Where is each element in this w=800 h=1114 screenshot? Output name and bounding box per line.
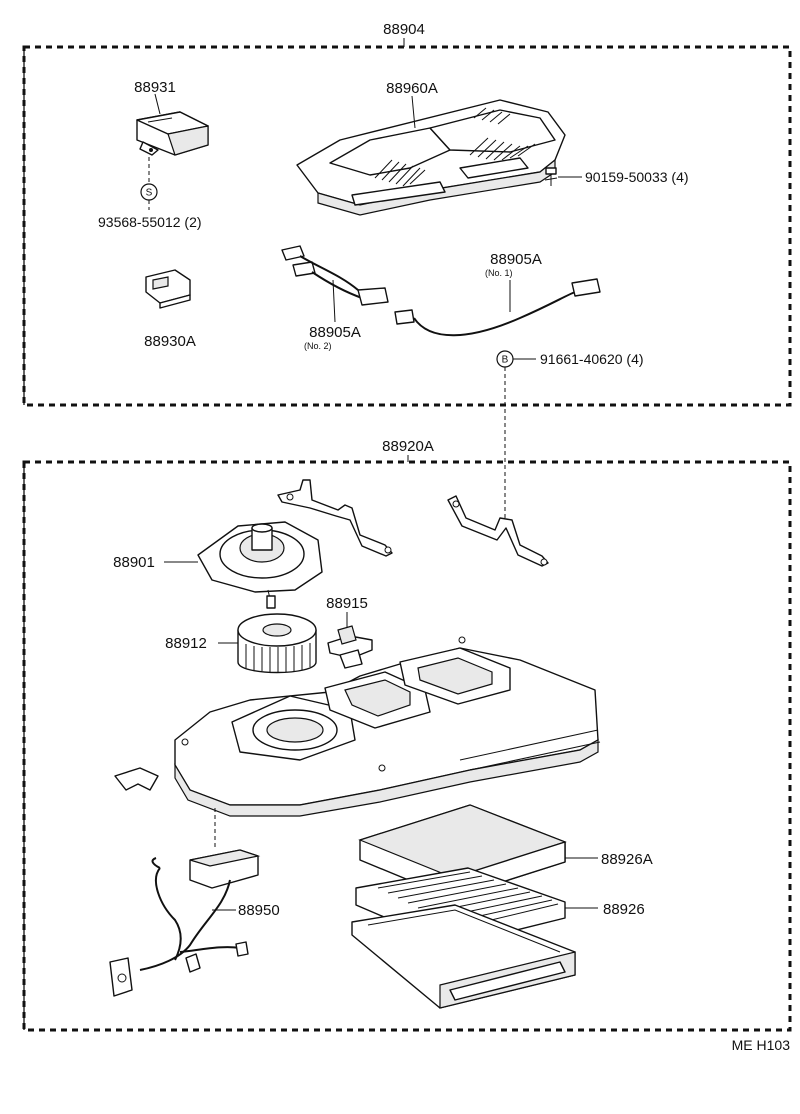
bolt-label: 91661-40620 (4) [540,351,644,367]
harness-label: 88950 [238,902,280,919]
switch-label: 88930A [144,333,196,350]
harness-no1-note: (No. 1) [485,268,513,278]
blower-motor-part[interactable] [197,521,323,609]
resistor-label: 88915 [326,595,368,612]
clip-part[interactable] [114,767,159,791]
diagram-code: ME H103 [732,1037,791,1053]
svg-text:S: S [146,188,153,199]
bracket-left-part[interactable] [277,479,393,557]
upper-assembly-frame [22,38,792,407]
cover-part[interactable] [296,99,566,216]
cover-screw-label: 90159-50033 (4) [585,169,689,185]
harness-no2-part[interactable] [281,245,389,306]
harness-connector-part[interactable] [189,849,261,889]
cover-label: 88960A [386,80,438,97]
switch-part[interactable] [145,269,191,309]
blower-motor-label: 88901 [113,554,155,571]
upper-assembly-label: 88904 [383,21,425,38]
svg-text:B: B [502,355,509,366]
filter-element-label: 88926A [601,851,653,868]
fan-part[interactable] [237,613,317,674]
harness-88950-part[interactable] [109,857,249,997]
resistor-part[interactable] [327,625,373,669]
bolt-b-icon: B [496,350,514,368]
lower-assembly-label: 88920A [382,438,434,455]
filter-label: 88926 [603,901,645,918]
harness-no1-part[interactable] [394,278,601,337]
amplifier-label: 88931 [134,79,176,96]
amplifier-screw-label: 93568-55012 (2) [98,214,202,230]
fan-label: 88912 [165,635,207,652]
lower-assembly-frame [22,455,792,1032]
amplifier-part[interactable] [136,111,209,156]
harness-no2-label: 88905A [309,324,361,341]
cover-screw-icon [544,167,558,186]
blower-case-part[interactable] [174,636,601,817]
filter-tray-part[interactable] [351,904,576,1009]
bracket-right-part[interactable] [447,495,549,567]
harness-no1-label: 88905A [490,251,542,268]
harness-no2-note: (No. 2) [304,341,332,351]
screw-s-icon: S [140,183,158,201]
